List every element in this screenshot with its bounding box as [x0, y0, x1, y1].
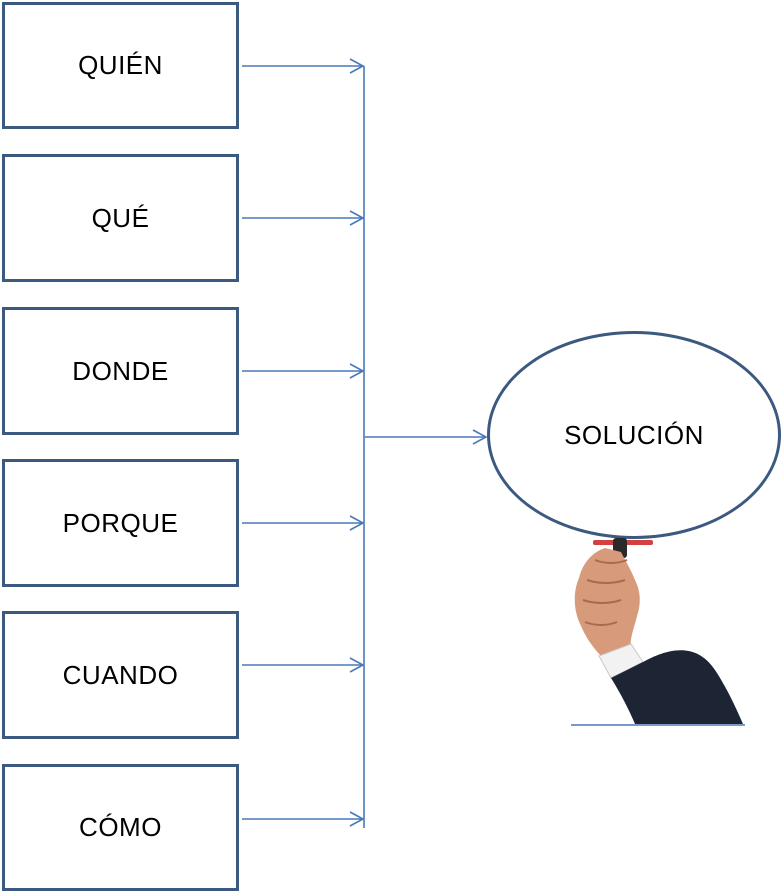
box-como: CÓMO [2, 764, 239, 891]
arrow-from-que [242, 210, 365, 226]
solution-ellipse: SOLUCIÓN [487, 331, 781, 539]
box-donde: DONDE [2, 307, 239, 435]
hand-holding-marker-icon [571, 538, 745, 726]
arrow-to-solucion [365, 429, 488, 445]
box-label: CUANDO [62, 659, 179, 690]
box-cuando: CUANDO [2, 611, 239, 739]
box-quien: QUIÉN [2, 2, 239, 129]
box-porque: PORQUE [2, 459, 239, 587]
box-que: QUÉ [2, 154, 239, 282]
box-label: CÓMO [79, 812, 162, 842]
arrow-from-donde [242, 363, 365, 379]
arrow-from-cuando [242, 657, 365, 673]
arrow-from-como [242, 811, 365, 827]
box-label: QUÉ [91, 202, 150, 233]
arrow-from-quien [242, 58, 365, 74]
arrow-from-porque [242, 515, 365, 531]
box-label: PORQUE [62, 507, 179, 538]
box-label: DONDE [72, 355, 169, 386]
box-label: QUIÉN [78, 50, 163, 80]
solution-label: SOLUCIÓN [564, 419, 704, 450]
